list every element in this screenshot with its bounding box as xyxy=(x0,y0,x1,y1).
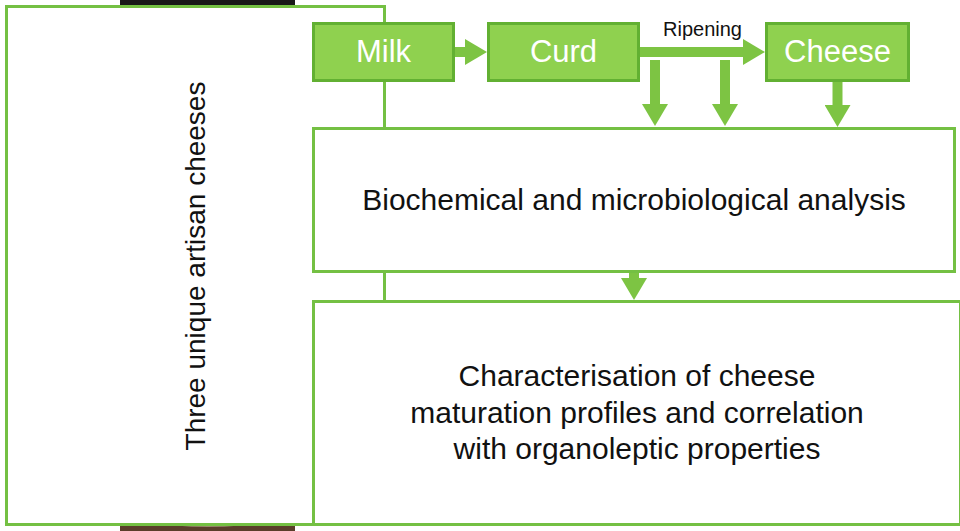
node-text: Biochemical and microbiological analysis xyxy=(362,182,906,219)
edge-label: Ripening xyxy=(663,18,742,41)
analysis-box: Biochemical and microbiological analysis xyxy=(312,127,956,273)
node-text: Cheese xyxy=(784,34,891,70)
node-text: Milk xyxy=(356,34,411,70)
node-text: Characterisation of cheese maturation pr… xyxy=(387,358,887,468)
process-box: Milk xyxy=(312,22,455,82)
flow-arrow xyxy=(833,82,843,105)
node-text: Curd xyxy=(530,34,597,70)
sampling-arrow xyxy=(650,60,660,104)
node-text: Three unique artisan cheeses xyxy=(180,81,212,450)
flow-arrow xyxy=(629,273,639,278)
result-box: Characterisation of cheese maturation pr… xyxy=(312,300,960,526)
process-box: Cheese xyxy=(765,22,910,82)
flow-arrow xyxy=(640,47,743,57)
process-box: Curd xyxy=(487,22,640,82)
flow-arrow xyxy=(455,47,465,57)
sampling-arrow xyxy=(720,60,730,104)
